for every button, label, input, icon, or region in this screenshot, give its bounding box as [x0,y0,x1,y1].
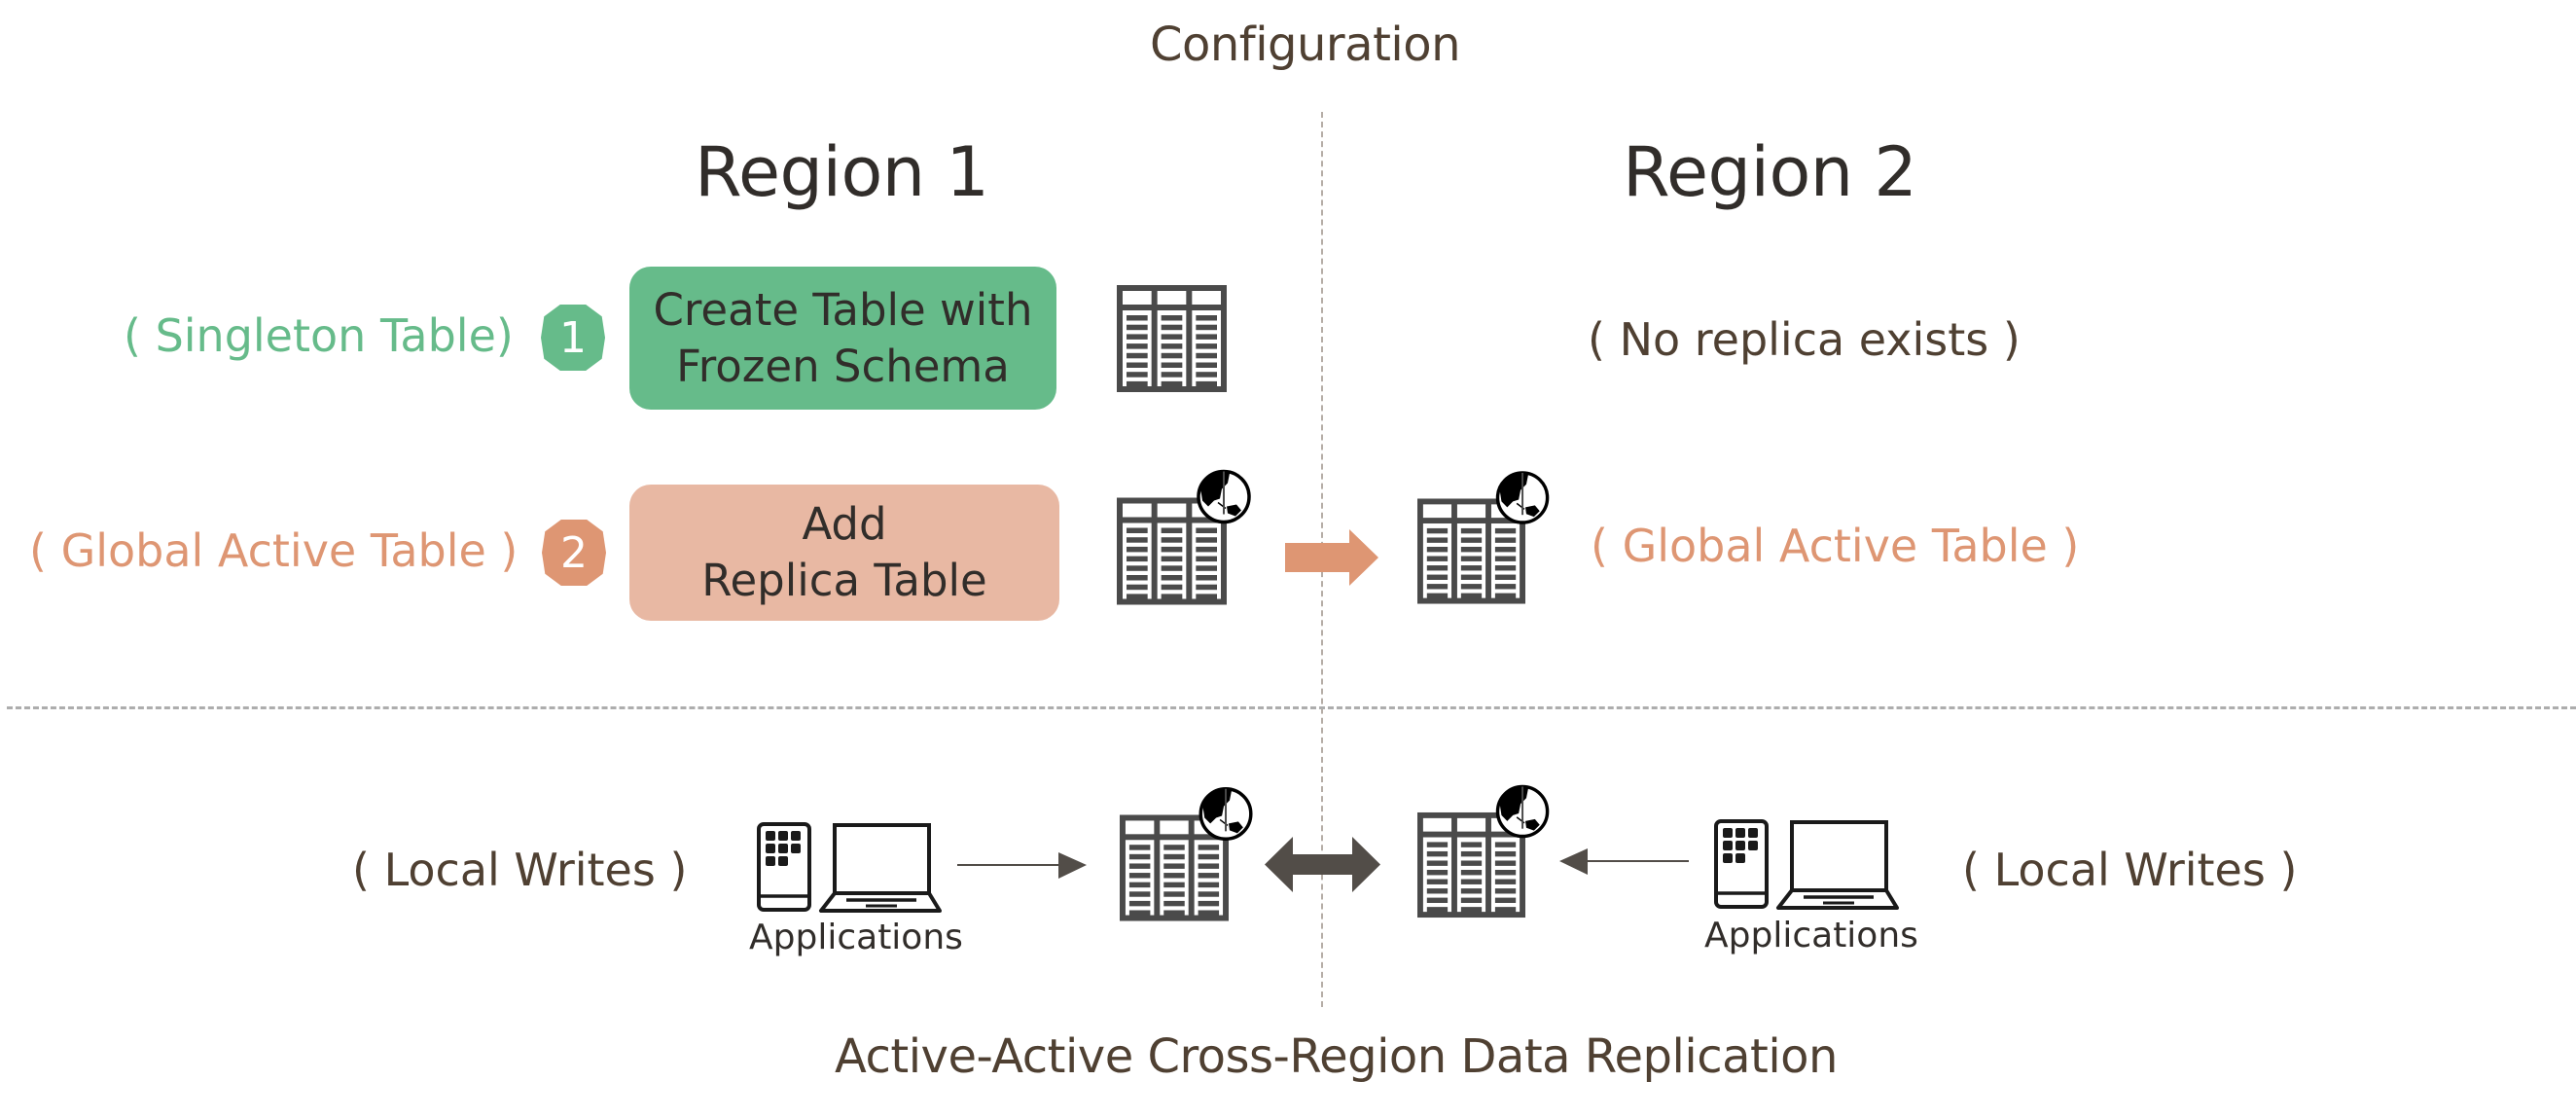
step-2-number: 2 [560,527,588,578]
step-2-action-line-2: Replica Table [701,555,987,606]
global-table-icon [1120,786,1253,921]
create-table-step-box: Create Table with Frozen Schema [629,267,1056,410]
section-divider-horizontal [7,706,2576,709]
right-local-writes-note: ( Local Writes ) [1962,844,2298,896]
globe-icon [1495,784,1550,839]
step-1-number: 1 [559,312,587,363]
table-icon [1117,285,1227,392]
arrow-right-icon [957,852,1087,879]
laptop-icon [819,823,942,913]
left-applications-label: Applications [749,918,963,957]
globe-icon [1199,786,1253,841]
right-applications-label: Applications [1704,916,1918,955]
global-table-icon [1117,469,1251,605]
replication-title: Active-Active Cross-Region Data Replicat… [835,1029,1838,1084]
laptop-icon [1776,820,1899,910]
mobile-phone-icon [757,822,811,912]
global-table-icon [1417,784,1550,919]
left-local-writes-note: ( Local Writes ) [352,844,688,896]
step-1-annotation: ( Singleton Table) [124,309,514,362]
region-2-step-2-note: ( Global Active Table ) [1591,520,2080,572]
arrow-right-icon [1285,529,1378,586]
globe-icon [1495,471,1550,524]
region-2-step-1-note: ( No replica exists ) [1588,313,2021,366]
step-1-action-line-1: Create Table with [653,283,1033,336]
double-arrow-icon [1265,837,1380,892]
region-1-heading: Region 1 [695,132,989,212]
mobile-phone-icon [1714,819,1769,909]
globe-icon [1197,469,1251,524]
mobile-laptop-icon [1714,819,1899,910]
configuration-title: Configuration [1150,18,1461,72]
step-1-badge: 1 [541,305,605,371]
add-replica-step-box: Add Replica Table [629,485,1059,621]
step-1-action-line-2: Frozen Schema [676,340,1010,392]
arrow-left-icon [1559,848,1689,875]
global-table-icon [1417,471,1550,604]
mobile-laptop-icon [757,822,942,913]
step-2-badge: 2 [542,520,606,586]
step-2-annotation: ( Global Active Table ) [29,524,519,577]
region-2-heading: Region 2 [1623,132,1917,212]
step-2-action-line-1: Add [802,498,887,551]
